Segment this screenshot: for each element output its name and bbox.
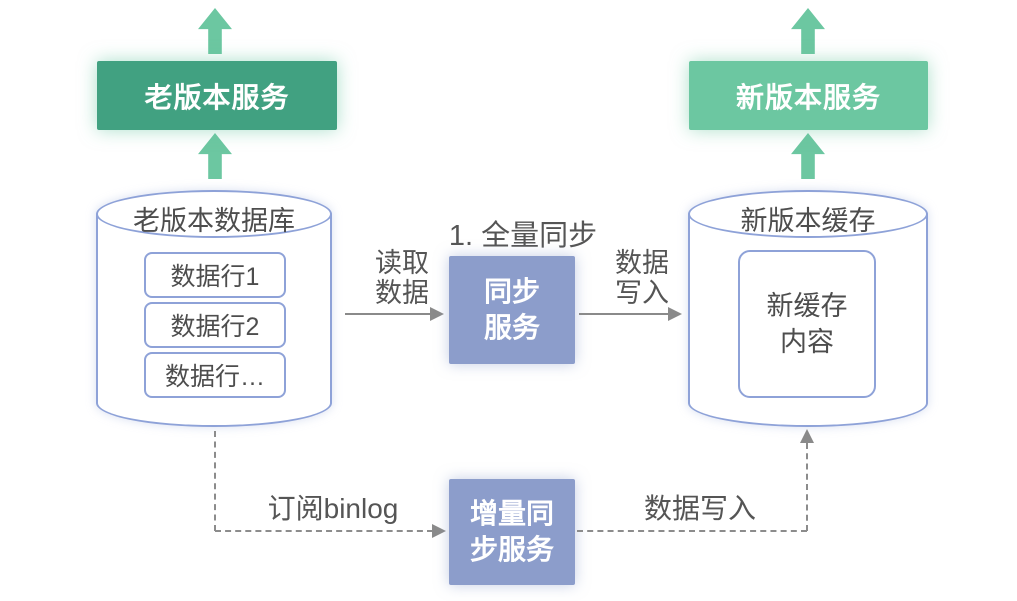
table-row: 数据行1 bbox=[144, 252, 286, 298]
new-cache-title: 新版本缓存 bbox=[740, 206, 876, 236]
row-label: 数据行2 bbox=[170, 313, 260, 341]
incremental-sync-service-box: 增量同 步服务 bbox=[449, 479, 575, 585]
new-service-label: 新版本服务 bbox=[735, 81, 881, 113]
up-arrow-icon bbox=[791, 8, 825, 54]
sync-service-box: 同步 服务 bbox=[449, 256, 575, 364]
up-arrow-icon bbox=[198, 133, 232, 179]
table-row: 数据行… bbox=[144, 352, 286, 398]
new-cache-content-box: 新缓存 内容 bbox=[738, 250, 876, 398]
binlog-subscribe-path-horizontal bbox=[215, 530, 433, 532]
new-cache-content-label: 新缓存 内容 bbox=[766, 291, 848, 357]
arrowhead-right-icon bbox=[430, 307, 444, 321]
incremental-write-path-vertical bbox=[806, 443, 808, 531]
write-data-label: 数据 写入 bbox=[615, 248, 669, 308]
cylinder-top-ellipse bbox=[96, 190, 332, 238]
read-data-label: 读取 数据 bbox=[375, 248, 429, 308]
incremental-sync-service-label: 增量同 步服务 bbox=[469, 498, 554, 565]
read-data-arrow-line bbox=[345, 313, 431, 315]
binlog-subscribe-label: 订阅binlog bbox=[267, 493, 399, 524]
up-arrow-icon bbox=[791, 133, 825, 179]
cylinder-top-ellipse bbox=[688, 190, 928, 238]
write-data-arrow-line bbox=[579, 313, 669, 315]
arrowhead-right-icon bbox=[668, 307, 682, 321]
new-cache-cylinder: 新版本缓存 新缓存 内容 bbox=[688, 190, 928, 427]
incremental-write-label: 数据写入 bbox=[643, 493, 756, 524]
old-service-label: 老版本服务 bbox=[144, 81, 290, 113]
table-row: 数据行2 bbox=[144, 302, 286, 348]
old-database-cylinder: 老版本数据库 数据行1 数据行2 数据行… bbox=[96, 190, 332, 427]
arrowhead-right-icon bbox=[432, 524, 446, 538]
row-label: 数据行… bbox=[164, 363, 265, 391]
full-sync-step-label: 1. 全量同步 bbox=[448, 220, 598, 252]
up-arrow-icon bbox=[198, 8, 232, 54]
incremental-write-path-horizontal bbox=[577, 530, 807, 532]
old-database-title: 老版本数据库 bbox=[133, 206, 295, 236]
row-label: 数据行1 bbox=[170, 263, 260, 291]
binlog-subscribe-path-vertical bbox=[214, 431, 216, 531]
sync-service-label: 同步 服务 bbox=[483, 276, 540, 343]
old-service-box: 老版本服务 bbox=[97, 61, 337, 130]
arrowhead-up-icon bbox=[800, 429, 814, 443]
new-service-box: 新版本服务 bbox=[689, 61, 928, 130]
old-database-rows: 数据行1 数据行2 数据行… bbox=[144, 252, 286, 398]
